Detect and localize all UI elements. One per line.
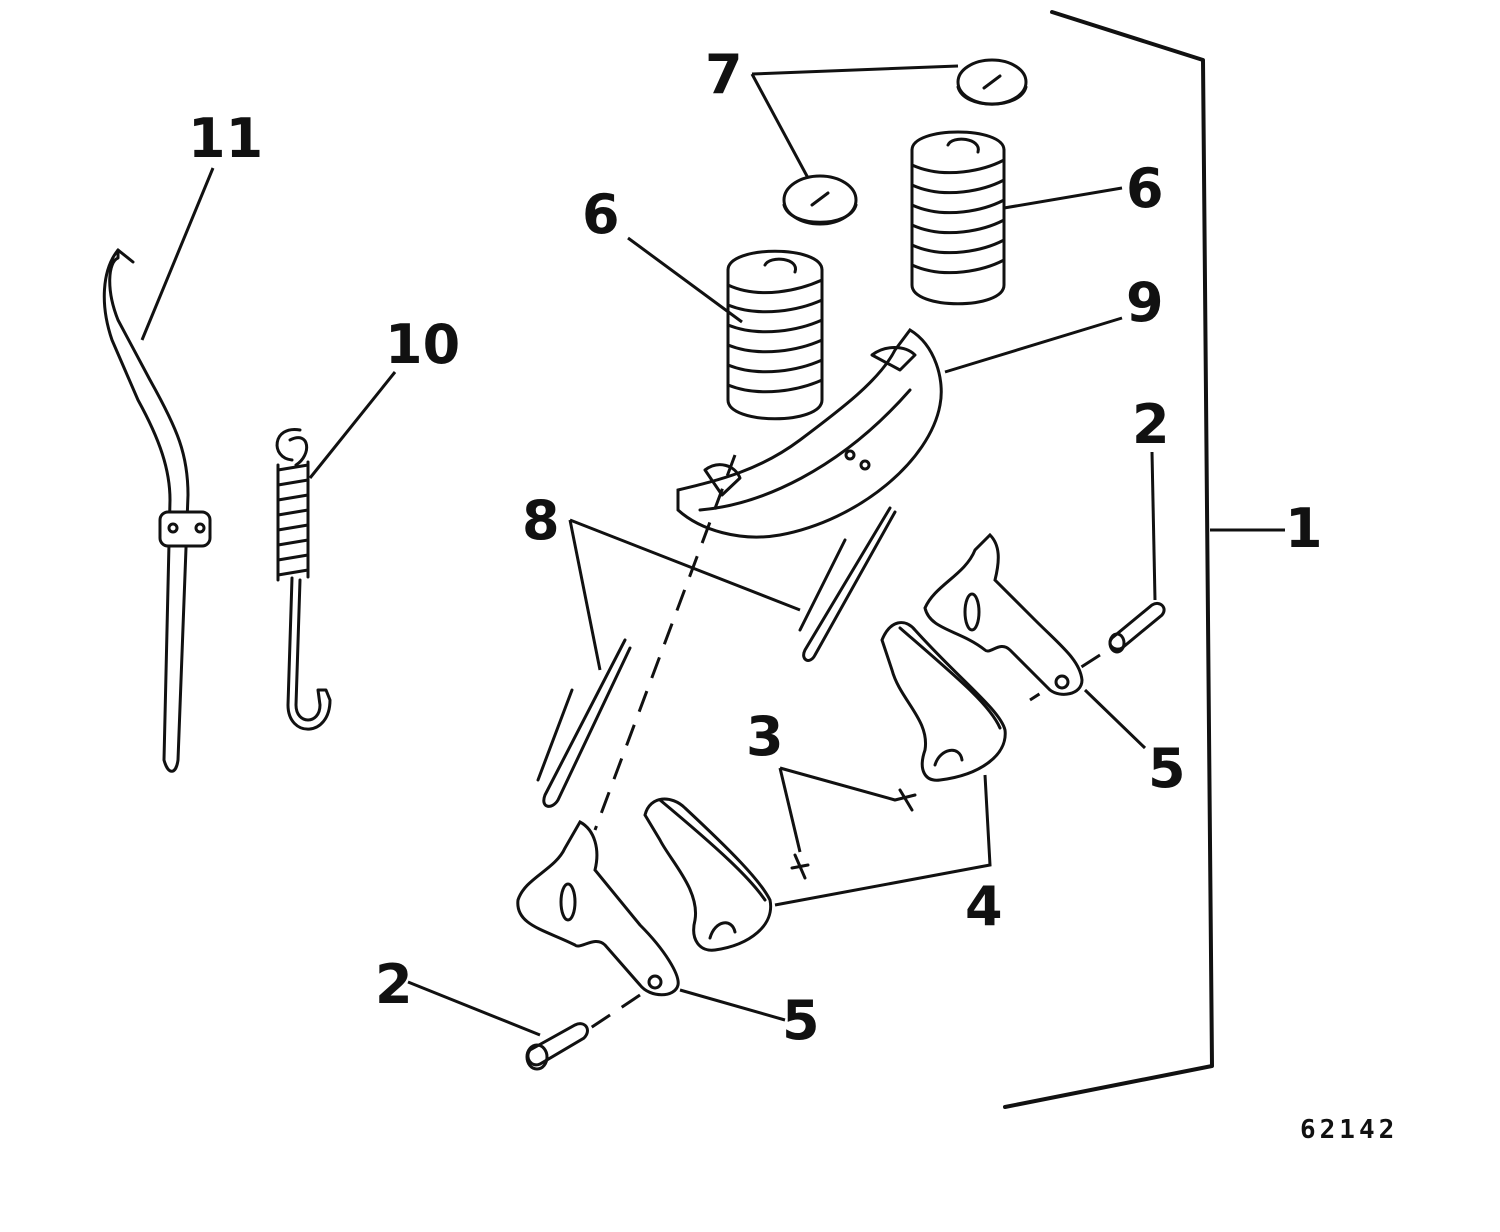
figure-number: 62142: [1300, 1115, 1399, 1145]
coil-spring-left: [726, 249, 824, 421]
curved-shoe-plate: [676, 316, 1123, 539]
return-spring-hook: [275, 371, 397, 731]
callout-2-left: 2: [375, 953, 413, 1016]
rivet-lower: [790, 853, 810, 880]
leader-7: [750, 64, 959, 179]
callout-10: 10: [385, 313, 461, 376]
plug-right: [956, 58, 1028, 106]
shoe-lower: [643, 797, 773, 952]
leader-8: [568, 518, 801, 671]
callout-2-right: 2: [1132, 393, 1170, 456]
callout-9: 9: [1126, 271, 1164, 334]
brake-rod: [102, 167, 215, 773]
callout-3: 3: [746, 705, 784, 768]
callout-6-right: 6: [1126, 157, 1164, 220]
callout-1: 1: [1285, 497, 1323, 560]
cotter-pin-upper: [798, 506, 897, 662]
callout-6-left: 6: [582, 183, 620, 246]
leader-6: [627, 186, 1123, 324]
callout-11: 11: [188, 107, 264, 170]
lever-upper: [923, 532, 1147, 750]
shoe-upper: [880, 621, 1007, 782]
clevis-pin-left: [407, 980, 589, 1071]
cotter-pin-lower: [536, 638, 632, 808]
callout-4: 4: [965, 875, 1003, 938]
assembly-bracket: [1003, 10, 1285, 1109]
lever-lower: [516, 819, 786, 1022]
callout-5-right: 5: [1148, 737, 1186, 800]
coil-spring-right: [910, 130, 1006, 306]
callout-8: 8: [522, 489, 560, 552]
clevis-pin-right: [1108, 451, 1166, 654]
rivet-upper: [893, 788, 917, 812]
leader-4: [774, 774, 992, 907]
callout-5-left: 5: [782, 989, 820, 1052]
plug-left: [782, 174, 858, 226]
callout-7: 7: [705, 43, 743, 106]
leader-3: [778, 766, 896, 853]
